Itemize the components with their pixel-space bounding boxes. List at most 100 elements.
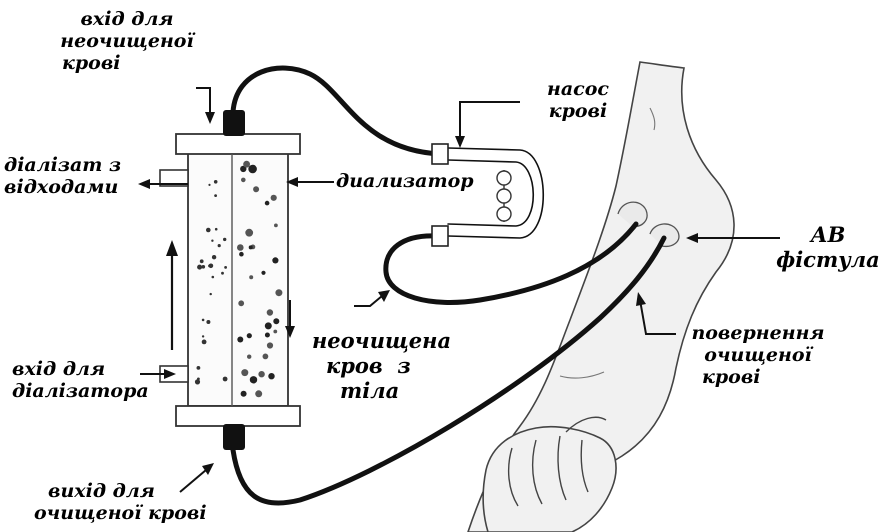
- dialysate-particle: [210, 293, 212, 295]
- blood-particle: [275, 289, 282, 296]
- connector-top: [223, 110, 245, 136]
- dialysate-particle: [224, 266, 227, 269]
- dialysate-particle: [221, 272, 224, 275]
- label-return-line-2: очищеної: [680, 344, 836, 366]
- label-inlet-unpurified: вхід для неочищеної крові: [42, 8, 212, 74]
- blood-particle: [255, 390, 262, 397]
- label-dialyzer: диализатор: [336, 170, 474, 192]
- label-body-line-2: кров з: [312, 353, 451, 378]
- dialysate-particle: [212, 255, 216, 259]
- blood-particle: [237, 244, 244, 251]
- blood-particle: [250, 376, 257, 383]
- blood-particle: [247, 355, 251, 359]
- label-return-line-3: крові: [680, 366, 836, 388]
- blood-particle: [237, 337, 243, 343]
- label-unpurified-from-body: неочищена кров з тіла: [312, 328, 451, 403]
- blood-particle: [265, 201, 270, 206]
- label-return-line-1: повернення: [680, 322, 836, 344]
- blood-particle: [265, 333, 270, 338]
- label-body-line-3: тіла: [312, 378, 451, 403]
- label-dialysate-inlet: вхід для діалізатора: [12, 358, 149, 402]
- blood-particle: [267, 309, 273, 315]
- connector-bottom: [223, 424, 245, 450]
- dialysate-particle: [208, 184, 210, 186]
- label-dialysate-waste: діалізат з відходами: [4, 154, 121, 198]
- blood-particle: [271, 195, 277, 201]
- dialyzer-bottom-cap: [176, 406, 300, 426]
- label-fistula-line-2: фістула: [776, 247, 880, 272]
- dialysate-particle: [197, 265, 202, 270]
- blood-particle: [273, 318, 279, 324]
- dialysate-particle: [202, 335, 204, 337]
- label-waste-line-2: відходами: [4, 176, 121, 198]
- arrow-inlet: [196, 88, 210, 116]
- dialysate-particle: [215, 228, 218, 231]
- pump-roller-3: [497, 207, 511, 221]
- arrow-pump: [460, 102, 520, 140]
- dialysate-up-arrowhead: [166, 240, 178, 256]
- blood-pump: [432, 144, 511, 246]
- label-av-fistula: АВ фістула: [776, 222, 880, 272]
- dialysate-particle: [197, 366, 201, 370]
- label-inlet-line-3: крові: [42, 52, 212, 74]
- dialysate-particle: [218, 244, 221, 247]
- arrow-from-body-head: [378, 290, 390, 302]
- label-blood-pump: насос крові: [528, 78, 628, 122]
- blood-particle: [249, 275, 253, 279]
- blood-particle: [258, 371, 264, 377]
- dialysate-particle: [214, 180, 218, 184]
- dialyzer-body: [188, 152, 288, 406]
- dialysate-particle: [202, 319, 205, 322]
- dialysate-particle: [208, 265, 211, 268]
- blood-particle: [247, 333, 252, 338]
- label-outlet-line-1: вихід для: [34, 480, 207, 502]
- blood-particle: [274, 224, 278, 228]
- blood-particle: [248, 165, 257, 174]
- arrow-waste-head: [138, 179, 150, 189]
- blood-particle: [272, 257, 278, 263]
- pump-clip-bottom: [432, 226, 448, 246]
- label-inlet-line-2: неочищеної: [42, 30, 212, 52]
- label-fistula-line-1: АВ: [776, 222, 880, 247]
- arrow-pump-head: [455, 136, 465, 148]
- blood-particle: [245, 229, 253, 237]
- pump-clip-top: [432, 144, 448, 164]
- dialysate-particle: [206, 228, 211, 233]
- blood-particle: [273, 330, 277, 334]
- arrow-inlet-head: [205, 112, 215, 124]
- dialysate-particle: [195, 379, 200, 384]
- dialysate-particle: [223, 238, 226, 241]
- label-inlet-line-1: вхід для: [42, 8, 212, 30]
- blood-particle: [238, 300, 244, 306]
- dialysate-particle: [214, 194, 217, 197]
- label-pump-line-2: крові: [528, 100, 628, 122]
- dialysate-particle: [200, 259, 204, 263]
- blood-particle: [253, 186, 259, 192]
- dialysate-particle: [197, 378, 200, 381]
- blood-particle: [267, 342, 273, 348]
- label-dinlet-line-1: вхід для: [12, 358, 149, 380]
- label-dinlet-line-2: діалізатора: [12, 380, 149, 402]
- label-waste-line-1: діалізат з: [4, 154, 121, 176]
- label-body-line-1: неочищена: [312, 328, 451, 353]
- dialysate-particle: [206, 320, 210, 324]
- blood-particle: [239, 252, 244, 257]
- dialyzer-unit: [160, 110, 300, 450]
- arrow-from-body: [354, 296, 382, 306]
- blood-particle: [265, 322, 272, 329]
- blood-particle: [241, 369, 248, 376]
- hand-outline: [483, 427, 616, 532]
- pump-roller-2: [497, 189, 511, 203]
- arrow-outlet-head: [202, 463, 214, 475]
- label-pump-line-1: насос: [528, 78, 628, 100]
- dialysate-particle: [223, 377, 228, 382]
- blood-particle: [241, 178, 246, 183]
- dialysate-particle: [211, 240, 213, 242]
- blood-particle: [241, 391, 247, 397]
- label-outlet-purified: вихід для очищеної крові: [34, 480, 207, 524]
- label-outlet-line-2: очищеної крові: [34, 502, 207, 524]
- pump-roller-1: [497, 171, 511, 185]
- dialysate-particle: [212, 276, 215, 279]
